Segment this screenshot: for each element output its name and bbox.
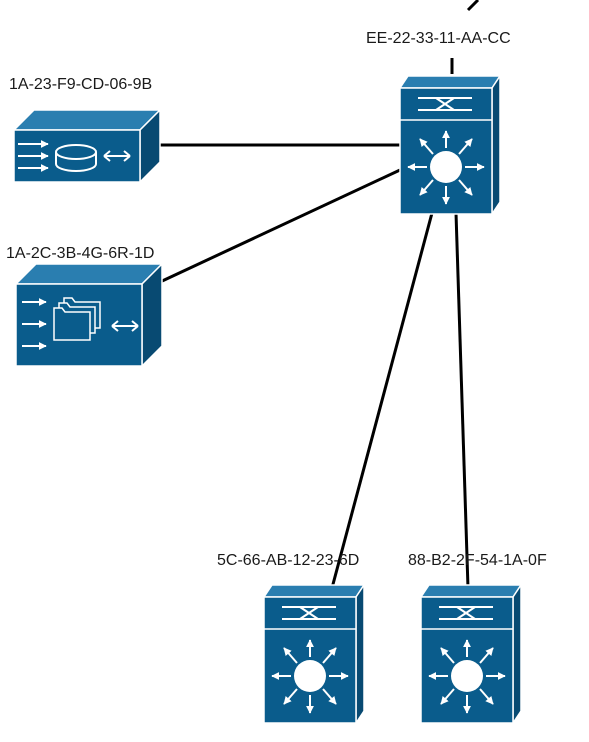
links	[159, 0, 480, 589]
stacked-folders-icon	[53, 297, 101, 341]
storage-device-label: 1A-23-F9-CD-06-9B	[9, 76, 152, 93]
link-core-access2	[454, 212, 470, 589]
file-server-label: 1A-2C-3B-4G-6R-1D	[6, 245, 154, 262]
access-switch-1-label: 5C-66-AB-12-23-6D	[217, 552, 359, 569]
core-switch[interactable]	[398, 73, 502, 217]
file-server[interactable]	[14, 262, 164, 368]
input-arrows-icon	[18, 140, 49, 172]
storage-device[interactable]	[12, 108, 162, 184]
radiating-arrows-icon	[271, 639, 349, 714]
core-switch-label: EE-22-33-11-AA-CC	[366, 30, 511, 47]
link-core-offscreen-2	[466, 0, 480, 12]
access-switch-2[interactable]	[419, 582, 523, 726]
radiating-arrows-icon	[407, 130, 485, 205]
crossed-arrows-icon	[439, 606, 493, 620]
bidirectional-arrow-icon	[111, 320, 139, 332]
access-switch-1[interactable]	[262, 582, 366, 726]
crossed-arrows-icon	[282, 606, 336, 620]
link-fileserver-core	[159, 168, 401, 284]
input-arrows-icon	[22, 298, 47, 350]
bidirectional-arrow-icon	[103, 150, 131, 162]
access-switch-2-label: 88-B2-2F-54-1A-0F	[408, 552, 547, 569]
radiating-arrows-icon	[428, 639, 506, 714]
crossed-arrows-icon	[418, 97, 472, 111]
link-core-access1	[330, 212, 434, 589]
database-cylinder-icon	[55, 144, 97, 172]
